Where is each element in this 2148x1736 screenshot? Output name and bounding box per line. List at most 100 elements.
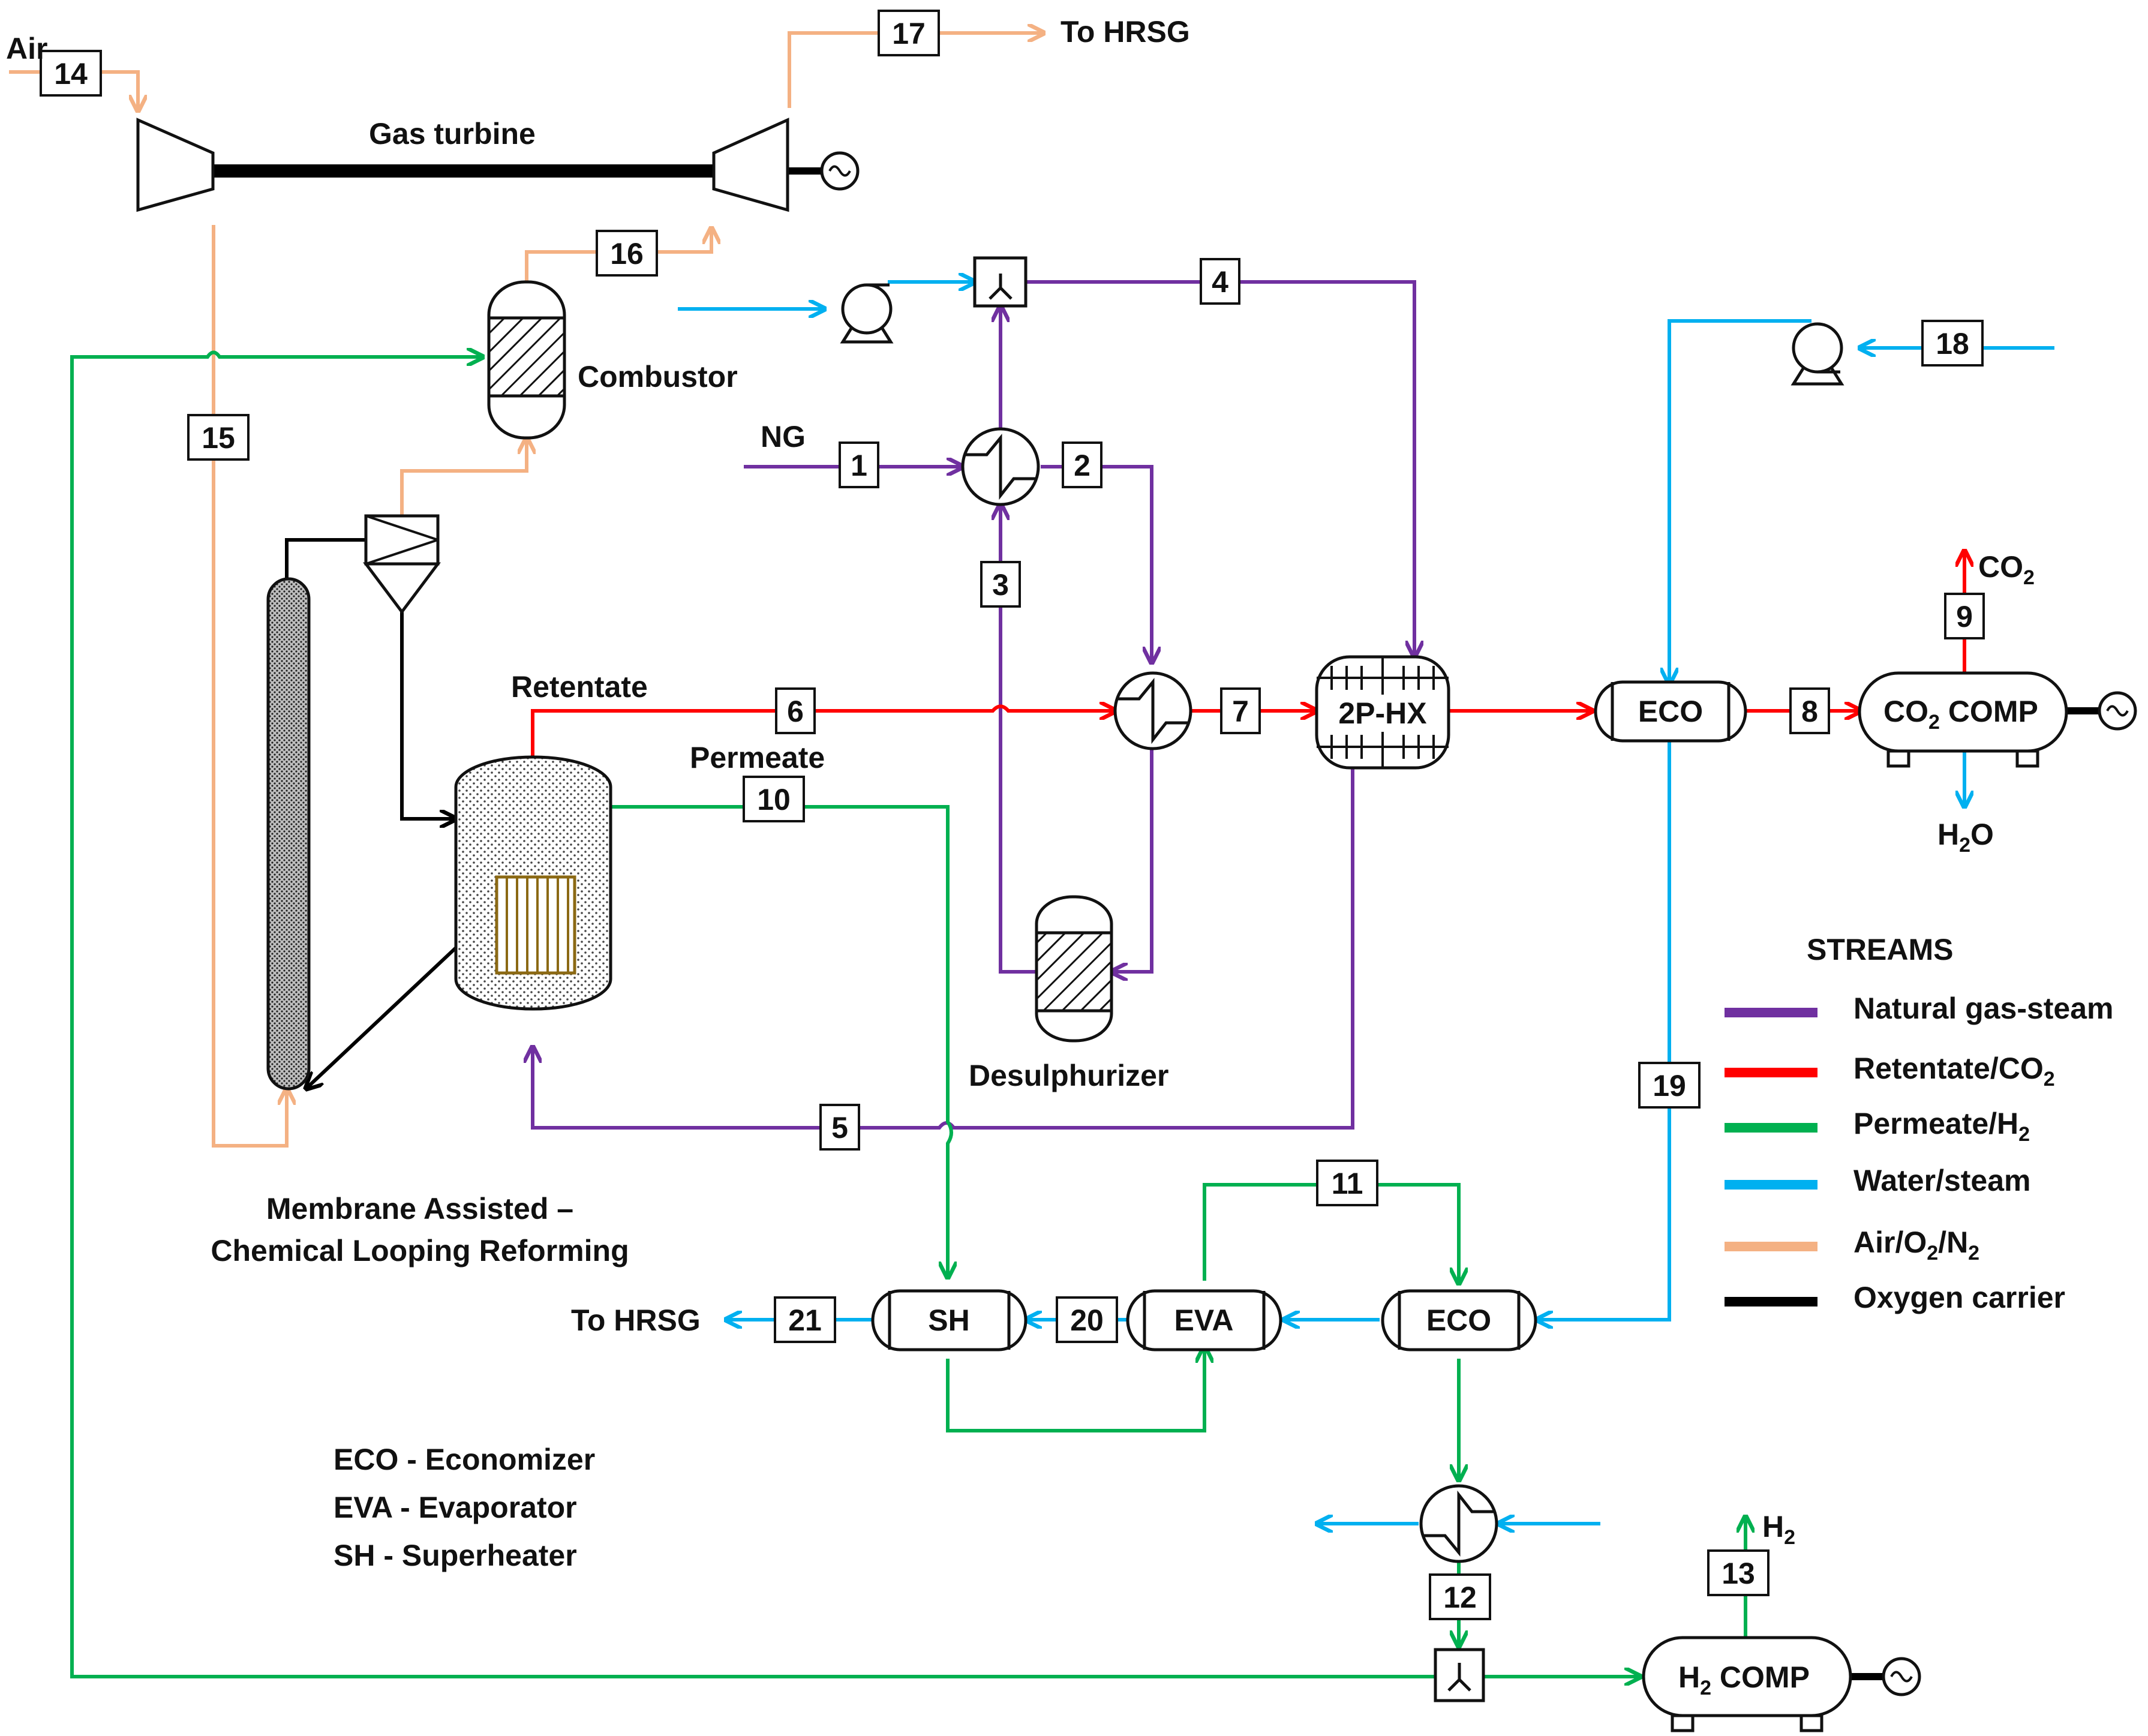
air-reactor-riser	[266, 577, 311, 1091]
svg-text:21: 21	[788, 1303, 822, 1337]
svg-text:10: 10	[757, 783, 791, 816]
eco-top-label: ECO	[1638, 695, 1703, 728]
co2-compressor	[1858, 671, 2137, 768]
steam-mixer-icon	[973, 256, 1028, 308]
svg-text:3: 3	[992, 568, 1009, 602]
eva-label: EVA	[1174, 1303, 1233, 1337]
h2-splitter-icon	[1434, 1648, 1485, 1702]
svg-text:16: 16	[610, 237, 644, 271]
desulphurizer-vessel	[1035, 895, 1113, 1043]
eva-unit	[1126, 1289, 1282, 1351]
sh-unit	[871, 1289, 1028, 1351]
svg-text:13: 13	[1722, 1557, 1755, 1590]
stream-number-12: 12	[1429, 1573, 1491, 1620]
svg-text:20: 20	[1070, 1303, 1104, 1337]
legend-label-air: Air/O2/N2	[1853, 1226, 1979, 1265]
legend-title: STREAMS	[1807, 933, 1953, 966]
stream-number-19: 19	[1638, 1062, 1701, 1109]
eco-top-unit	[1594, 680, 1747, 743]
stream-number-6: 6	[775, 687, 816, 734]
svg-text:11: 11	[1332, 1167, 1363, 1200]
mac-label-line2: Chemical Looping Reforming	[211, 1234, 629, 1268]
stream-number-8: 8	[1789, 687, 1830, 734]
legend-label-water: Water/steam	[1853, 1164, 2030, 1197]
feedwater-pump-icon	[1790, 322, 1844, 386]
h2-compressor	[1642, 1636, 1921, 1732]
eco-bottom-unit	[1381, 1289, 1537, 1351]
svg-text:9: 9	[1956, 600, 1973, 633]
to-hrsg-bottom-label: To HRSG	[571, 1303, 701, 1337]
svg-text:1: 1	[851, 449, 867, 482]
svg-text:15: 15	[202, 421, 235, 455]
generator-icon	[820, 151, 860, 191]
retentate-heater-icon	[1113, 671, 1192, 750]
svg-text:17: 17	[892, 17, 926, 50]
compressor-icon	[136, 118, 215, 212]
svg-text:7: 7	[1232, 695, 1249, 728]
stream-number-18: 18	[1921, 320, 1984, 367]
svg-text:14: 14	[54, 57, 88, 91]
oxygen-carrier-streams	[210, 164, 2099, 1680]
combustor-vessel	[487, 280, 566, 440]
stream-number-7: 7	[1220, 687, 1261, 734]
svg-text:18: 18	[1936, 327, 1969, 361]
cyclone-separator	[363, 514, 441, 615]
abbrev-eva: EVA - Evaporator	[334, 1491, 577, 1524]
abbrev-sh: SH - Superheater	[334, 1539, 577, 1572]
ng-label: NG	[761, 420, 806, 453]
retentate-label: Retentate	[511, 670, 648, 704]
legend-label-oxygen-carrier: Oxygen carrier	[1853, 1281, 2065, 1314]
stream-number-17: 17	[878, 10, 940, 56]
desulphurizer-label: Desulphurizer	[969, 1059, 1168, 1092]
legend-label-retentate: Retentate/CO2	[1853, 1052, 2055, 1091]
air-label: Air	[6, 32, 47, 65]
stream-number-10: 10	[743, 776, 805, 822]
svg-text:4: 4	[1212, 265, 1228, 299]
permeate-streams	[70, 353, 1746, 1677]
co2-out-label: CO2	[1978, 550, 2035, 589]
stream-number-9: 9	[1944, 593, 1985, 639]
to-hrsg-top-label: To HRSG	[1061, 15, 1190, 49]
natural-gas-streams	[533, 280, 1414, 1130]
mac-label-line1: Membrane Assisted –	[266, 1192, 573, 1226]
permeate-label: Permeate	[690, 741, 825, 774]
stream-number-11: 11	[1316, 1160, 1378, 1206]
h2-cooler-icon	[1419, 1484, 1498, 1563]
abbrev-eco: ECO - Economizer	[334, 1443, 595, 1476]
two-p-hx-label: 2P-HX	[1338, 696, 1426, 730]
stream-number-5: 5	[819, 1104, 860, 1151]
svg-text:8: 8	[1801, 695, 1818, 728]
svg-text:6: 6	[787, 695, 804, 728]
fuel-reactor-membrane	[454, 755, 612, 1011]
ng-preheater-icon	[961, 427, 1040, 506]
h2o-out-label: H2O	[1937, 818, 1994, 857]
svg-text:12: 12	[1443, 1581, 1477, 1614]
stream-number-1: 1	[839, 441, 879, 488]
sh-label: SH	[928, 1303, 969, 1337]
stream-number-16: 16	[596, 230, 658, 277]
turbine-icon	[712, 118, 789, 212]
stream-number-13: 13	[1707, 1549, 1770, 1596]
legend-label-natural-gas: Natural gas-steam	[1853, 992, 2114, 1025]
stream-number-21: 21	[774, 1296, 836, 1343]
co2-comp-label: CO2 COMP	[1883, 695, 2038, 734]
water-pump-icon	[840, 283, 894, 344]
legend-label-permeate: Permeate/H2	[1853, 1107, 2030, 1146]
gas-turbine-label: Gas turbine	[369, 117, 536, 151]
stream-number-2: 2	[1062, 441, 1102, 488]
stream-number-20: 20	[1056, 1296, 1118, 1343]
svg-text:19: 19	[1653, 1069, 1686, 1103]
svg-text:2: 2	[1074, 449, 1090, 482]
stream-number-14: 14	[40, 50, 102, 97]
stream-number-3: 3	[980, 561, 1021, 608]
h2-out-label: H2	[1762, 1510, 1795, 1549]
stream-number-15: 15	[187, 414, 250, 461]
eco-bottom-label: ECO	[1426, 1303, 1491, 1337]
h2-comp-label: H2 COMP	[1678, 1660, 1810, 1699]
streams-legend: STREAMS Natural gas-steam Retentate/CO2 …	[1725, 933, 2114, 1314]
svg-text:5: 5	[831, 1111, 848, 1145]
two-phase-heat-exchanger	[1315, 655, 1450, 770]
combustor-label: Combustor	[578, 360, 738, 394]
stream-number-4: 4	[1200, 258, 1240, 305]
